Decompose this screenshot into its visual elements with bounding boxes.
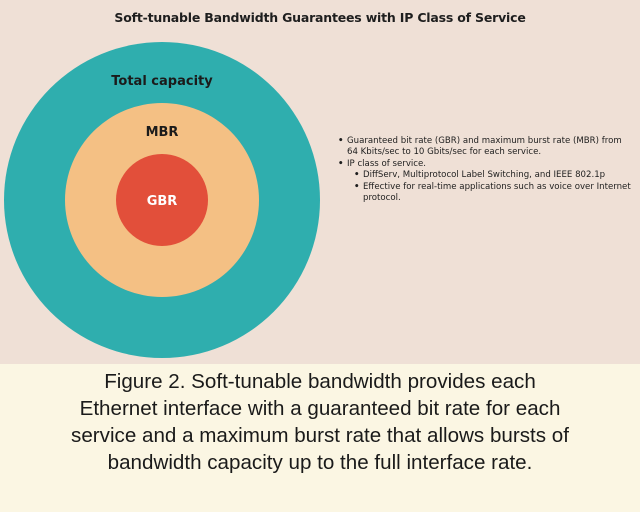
bullet-list: Guaranteed bit rate (GBR) and maximum bu… xyxy=(338,136,634,204)
concentric-rings-diagram: Total capacity MBR GBR xyxy=(4,42,320,358)
label-total-capacity: Total capacity xyxy=(111,74,213,89)
figure-caption: Figure 2. Soft-tunable bandwidth provide… xyxy=(0,368,640,476)
figure-title: Soft-tunable Bandwidth Guarantees with I… xyxy=(114,10,526,25)
ring-gbr xyxy=(116,154,208,246)
caption-line: Figure 2. Soft-tunable bandwidth provide… xyxy=(104,370,536,393)
caption-line: bandwidth capacity up to the full interf… xyxy=(107,451,533,474)
sub-bullet-item: Effective for real-time applications suc… xyxy=(354,182,634,205)
label-mbr: MBR xyxy=(146,125,179,140)
bullet-item: IP class of service. xyxy=(338,159,634,171)
caption-line: Ethernet interface with a guaranteed bit… xyxy=(79,397,561,420)
label-gbr: GBR xyxy=(147,194,178,209)
figure-panel: Soft-tunable Bandwidth Guarantees with I… xyxy=(0,0,640,364)
bullet-item: Guaranteed bit rate (GBR) and maximum bu… xyxy=(338,136,634,159)
sub-bullet-item: DiffServ, Multiprotocol Label Switching,… xyxy=(354,170,634,182)
caption-line: service and a maximum burst rate that al… xyxy=(71,424,569,447)
